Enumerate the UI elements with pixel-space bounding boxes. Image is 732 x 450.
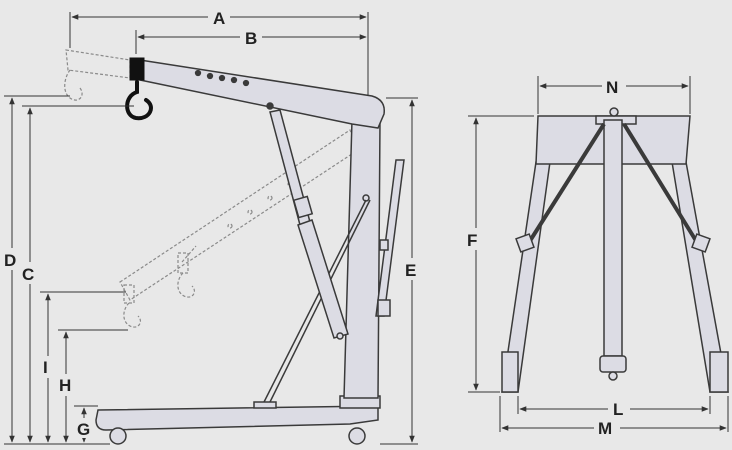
ghost-hook-lowered-2 xyxy=(177,252,196,298)
label-g: G xyxy=(77,420,90,439)
label-n: N xyxy=(606,78,618,97)
front-top-eye xyxy=(609,107,619,117)
label-e: E xyxy=(405,261,416,280)
front-center-mast xyxy=(603,119,623,357)
mast-brace xyxy=(253,199,371,409)
label-h: H xyxy=(59,376,71,395)
label-c: C xyxy=(22,265,34,284)
crane-boom xyxy=(139,59,385,129)
label-d: D xyxy=(4,251,16,270)
ghost-hook-lowered-1 xyxy=(123,284,142,328)
crane-base-leg xyxy=(95,405,379,431)
label-b: B xyxy=(245,29,257,48)
front-view xyxy=(501,107,729,393)
label-a: A xyxy=(213,9,225,28)
front-mast-foot xyxy=(599,355,627,373)
ghost-boom-extended xyxy=(64,49,131,101)
crane-mast xyxy=(343,119,381,399)
base-wheel-front xyxy=(109,427,127,445)
label-m: M xyxy=(598,419,612,438)
pump-handle xyxy=(375,159,405,317)
boom-hook xyxy=(125,57,153,121)
hydraulic-ram xyxy=(269,109,349,340)
label-l: L xyxy=(613,400,623,419)
base-wheel-rear xyxy=(348,427,366,445)
label-f: F xyxy=(467,231,477,250)
label-i: I xyxy=(43,358,48,377)
